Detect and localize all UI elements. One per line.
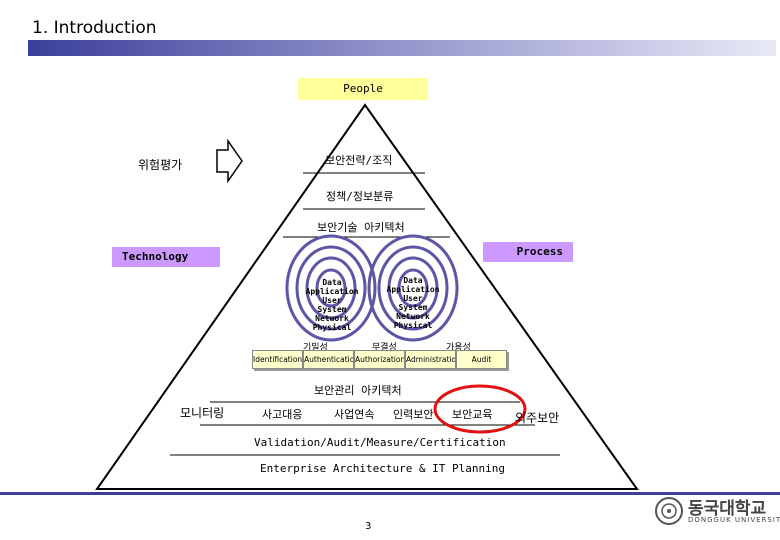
mgmt-item-continuity: 사업연속: [334, 408, 375, 421]
stack-left-item: User: [322, 296, 342, 305]
enterprise-label: Enterprise Architecture & IT Planning: [260, 462, 506, 475]
page-number: 3: [365, 521, 372, 532]
monitoring-label: 모니터링: [180, 406, 225, 420]
stack-right-item: Application: [386, 285, 440, 294]
seal-icon: [655, 497, 683, 525]
tech-arch-label: 보안기술 아키텍처: [317, 221, 405, 234]
stack-left: Data Application User System Network Phy…: [300, 278, 364, 332]
outsourcing-label: 외주보안: [515, 411, 560, 425]
highlight-circle-icon: [433, 384, 527, 434]
mgmt-item-education: 보안교육: [452, 408, 493, 421]
stack-left-item: System: [317, 305, 347, 314]
stack-left-item: Data: [322, 278, 342, 287]
mgmt-arch-label: 보안관리 아키텍처: [314, 384, 402, 397]
university-logo: 동국대학교 DONGGUK UNIVERSITY: [652, 492, 780, 530]
integrity-label: 무결성: [372, 343, 397, 353]
control-identification: Identification: [252, 350, 303, 369]
risk-assessment-label: 위험평가: [138, 158, 183, 172]
pyramid-outline: [95, 103, 639, 490]
university-name-en: DONGGUK UNIVERSITY: [688, 516, 780, 524]
validation-label: Validation/Audit/Measure/Certification: [254, 436, 506, 449]
stack-left-item: Application: [305, 287, 359, 296]
circles-left-icon: [285, 234, 377, 342]
people-box: People: [298, 78, 428, 100]
strategy-label: 보안전략/조직: [325, 154, 393, 167]
control-authentication: Authentication: [303, 350, 354, 369]
stack-right-item: System: [398, 303, 428, 312]
mgmt-item-personnel: 인력보안: [393, 408, 434, 421]
confidentiality-label: 기밀성: [303, 343, 328, 353]
control-audit: Audit: [456, 350, 507, 369]
control-administration: Administration: [405, 350, 456, 369]
title-bar: [28, 40, 776, 56]
university-name-ko: 동국대학교: [688, 499, 767, 519]
stack-right-item: Physical: [393, 321, 433, 330]
circles-right-icon: [367, 234, 459, 342]
technology-box: Technology: [112, 247, 220, 267]
availability-label: 가용성: [446, 343, 471, 353]
arrow-icon: [216, 138, 243, 184]
footer-line: [0, 492, 780, 495]
stack-right: Data Application User System Network Phy…: [381, 276, 445, 330]
stack-left-item: Network: [315, 314, 349, 323]
stack-right-item: Network: [396, 312, 430, 321]
stack-left-item: Physical: [312, 323, 352, 332]
control-authorization: Authorization: [354, 350, 405, 369]
process-box: Process: [483, 242, 573, 262]
controls-row: Identification Authentication Authorizat…: [252, 350, 507, 369]
slide-title: 1. Introduction: [32, 18, 157, 38]
policy-label: 정책/정보분류: [326, 190, 394, 203]
stack-right-item: Data: [403, 276, 423, 285]
mgmt-item-incident: 사고대응: [262, 408, 303, 421]
stack-right-item: User: [403, 294, 423, 303]
